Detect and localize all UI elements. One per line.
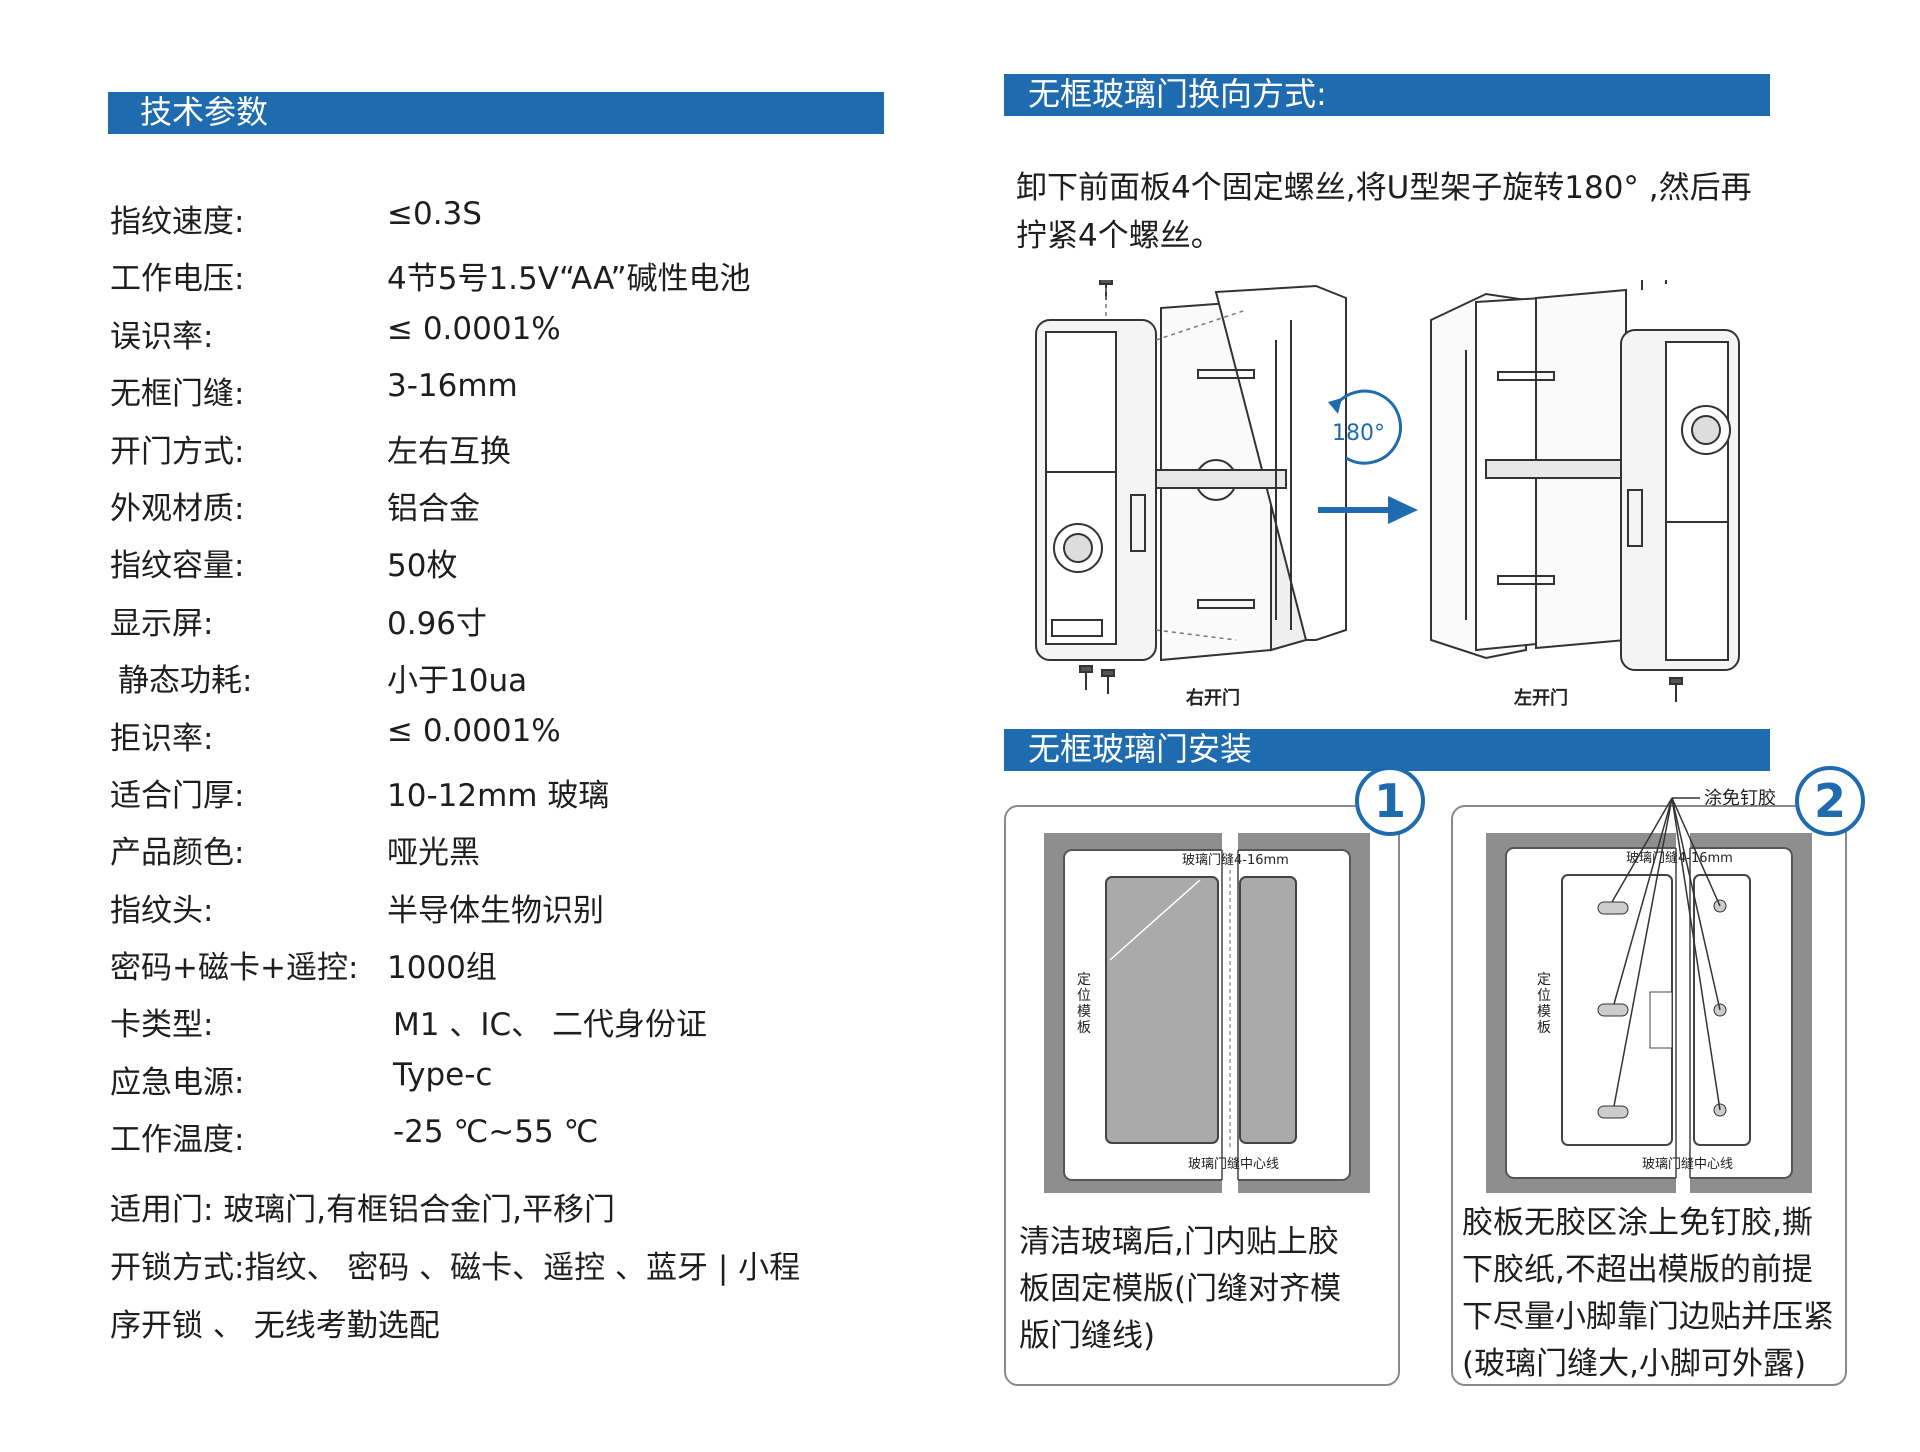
- spec-label: 指纹头:: [110, 892, 214, 929]
- rotate-instructions-line1: 卸下前面板4个固定螺丝,将U型架子旋转180° ,然后再: [1016, 170, 1752, 206]
- spec-value: 1000组: [387, 950, 497, 987]
- spec-value: -25 ℃~55 ℃: [393, 1114, 599, 1151]
- spec-value: 左右互换: [387, 433, 511, 470]
- step-2-centerline-label: 玻璃门缝中心线: [1642, 1157, 1733, 1172]
- spec-value: 50枚: [387, 548, 458, 585]
- step-1-badge: 1: [1355, 766, 1425, 836]
- svg-text:模: 模: [1077, 1004, 1091, 1020]
- step-1-diagram: [1044, 833, 1370, 1193]
- svg-text:板: 板: [1537, 1020, 1551, 1036]
- svg-text:板: 板: [1077, 1020, 1091, 1036]
- step-1-caption: 清洁玻璃后,门内贴上胶 板固定模版(门缝对齐模 版门缝线): [1019, 1219, 1341, 1360]
- spec-label: 适合门厚:: [110, 777, 245, 814]
- glue-label: 涂免钉胶: [1704, 788, 1776, 809]
- arrow-right-icon: [1318, 496, 1418, 524]
- step-2-caption: 胶板无胶区涂上免钉胶,撕 下胶纸,不超出模版的前提 下尽量小脚靠门边贴并压紧 (…: [1462, 1200, 1834, 1388]
- spec-label: 应急电源:: [110, 1064, 245, 1101]
- step-1-gap-label: 玻璃门缝4-16mm: [1182, 853, 1289, 868]
- spec-label: 静态功耗:: [118, 663, 253, 700]
- step-2-caption-line: 下尽量小脚靠门边贴并压紧: [1462, 1299, 1834, 1335]
- step-1-caption-line: 版门缝线): [1019, 1318, 1156, 1354]
- step-2-caption-line: 下胶纸,不超出模版的前提: [1462, 1252, 1813, 1288]
- rotate-instructions-line2: 拧紧4个螺丝。: [1016, 218, 1222, 254]
- step-1-caption-line: 板固定模版(门缝对齐模: [1019, 1271, 1342, 1307]
- spec-label: 无框门缝:: [110, 376, 245, 413]
- svg-text:模: 模: [1537, 1004, 1551, 1020]
- spec-value: 0.96寸: [387, 605, 488, 642]
- tech-params-title: 技术参数: [140, 93, 269, 131]
- spec-label: 卡类型:: [110, 1007, 214, 1044]
- spec-value: ≤0.3S: [387, 196, 482, 232]
- right-open-lock-illustration: [1035, 280, 1347, 694]
- left-door-label: 左开门: [1514, 687, 1568, 709]
- svg-text:定: 定: [1537, 972, 1551, 988]
- rotate-instructions: 卸下前面板4个固定螺丝,将U型架子旋转180° ,然后再 拧紧4个螺丝。: [1016, 164, 1752, 260]
- step-1-centerline-label: 玻璃门缝中心线: [1188, 1157, 1279, 1172]
- tech-params-header: 技术参数: [108, 92, 884, 134]
- step-2-badge: 2: [1795, 766, 1865, 836]
- install-section-title: 无框玻璃门安装: [1028, 730, 1253, 768]
- spec-value: 3-16mm: [387, 368, 518, 405]
- step-2-template-label: 定 位 模 板: [1537, 972, 1551, 1036]
- svg-text:位: 位: [1537, 988, 1551, 1004]
- spec-value: ≤ 0.0001%: [387, 712, 561, 749]
- applicable-doors: 适用门: 玻璃门,有框铝合金门,平移门: [110, 1192, 616, 1228]
- spec-value: Type-c: [393, 1056, 493, 1093]
- spec-value: 铝合金: [387, 490, 480, 527]
- svg-text:定: 定: [1077, 972, 1091, 988]
- spec-value: 小于10ua: [387, 663, 528, 700]
- left-open-lock-illustration: [1430, 280, 1740, 702]
- spec-label: 开门方式:: [110, 433, 245, 470]
- spec-value: 哑光黑: [387, 835, 480, 872]
- spec-label: 拒识率:: [110, 720, 214, 757]
- spec-value: 10-12mm 玻璃: [387, 777, 610, 814]
- spec-label: 工作电压:: [110, 261, 245, 298]
- step-2-diagram: [1486, 797, 1812, 1193]
- spec-value: ≤ 0.0001%: [387, 310, 561, 347]
- spec-label: 密码+磁卡+遥控:: [110, 950, 359, 987]
- unlock-methods-line2: 序开锁 、 无线考勤选配: [110, 1308, 440, 1344]
- svg-text:位: 位: [1077, 988, 1091, 1004]
- unlock-methods-line1: 开锁方式:指纹、 密码 、磁卡、遥控 、蓝牙 | 小程: [110, 1250, 801, 1286]
- spec-label: 指纹容量:: [110, 548, 245, 585]
- step-1-caption-line: 清洁玻璃后,门内贴上胶: [1019, 1224, 1339, 1260]
- spec-label: 指纹速度:: [110, 204, 245, 240]
- spec-label: 外观材质:: [110, 490, 245, 527]
- rotate-section-header: 无框玻璃门换向方式:: [1004, 74, 1770, 116]
- spec-label: 显示屏:: [110, 605, 214, 642]
- spec-label: 误识率:: [110, 318, 214, 355]
- step-2-caption-line: (玻璃门缝大,小脚可外露): [1462, 1346, 1807, 1382]
- lock-reversal-drawing: 右开门 180° 左开门: [1035, 280, 1740, 709]
- step-2-gap-label: 玻璃门缝4-16mm: [1626, 851, 1733, 866]
- install-section-header: 无框玻璃门安装: [1004, 729, 1770, 771]
- rotate-section-title: 无框玻璃门换向方式:: [1028, 75, 1327, 113]
- spec-label: 工作温度:: [110, 1122, 245, 1159]
- spec-label: 产品颜色:: [110, 835, 245, 872]
- step-1-template-label: 定 位 模 板: [1077, 972, 1091, 1036]
- spec-value: 4节5号1.5V“AA”碱性电池: [387, 261, 751, 298]
- step-2-caption-line: 胶板无胶区涂上免钉胶,撕: [1462, 1205, 1813, 1241]
- rotation-label: 180°: [1332, 421, 1385, 446]
- right-door-label: 右开门: [1186, 687, 1240, 709]
- spec-value: M1 、IC、 二代身份证: [393, 1007, 707, 1044]
- spec-value: 半导体生物识别: [387, 892, 604, 929]
- rotate-180-icon: 180°: [1328, 389, 1402, 465]
